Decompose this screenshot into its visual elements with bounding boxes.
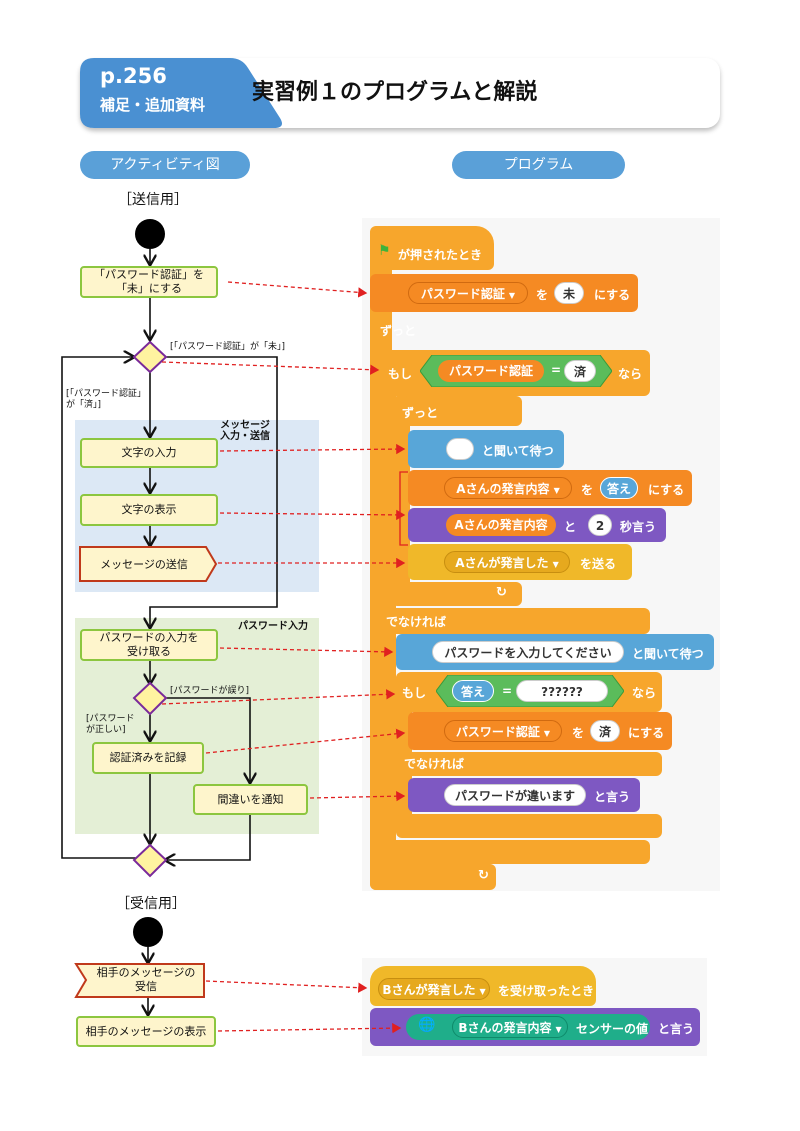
start-node-recv — [133, 917, 163, 947]
recv-dropdown[interactable]: Bさんが発言した▼ — [378, 978, 490, 1000]
forever-label: ずっと — [380, 324, 417, 338]
node-show-text: 文字の表示 — [80, 494, 218, 526]
else2-bar — [396, 752, 662, 776]
inner-forever-foot — [392, 582, 522, 606]
say-to: と — [564, 520, 577, 534]
cond-val-zumi[interactable]: 済 — [564, 360, 596, 382]
then2-label: なら — [632, 686, 657, 700]
block-ask[interactable] — [408, 430, 564, 468]
node-input-text: 文字の入力 — [80, 438, 218, 468]
pw-wrong-text[interactable]: パスワードが違います — [444, 784, 586, 806]
val-zumi2[interactable]: 済 — [590, 720, 620, 742]
node-send-msg: メッセージの送信 — [100, 558, 188, 571]
send-label: ［送信用］ — [118, 192, 188, 208]
answer-reporter[interactable]: 答え — [600, 477, 638, 499]
var-pw-dropdown[interactable]: パスワード認証▼ — [408, 282, 528, 304]
set-wo2: を — [572, 726, 585, 740]
set-a-wo: を — [581, 483, 594, 497]
ask-pw-text[interactable]: パスワードを入力してください — [432, 641, 624, 663]
say-secs-label: 秒言う — [620, 520, 657, 534]
section-program: プログラム — [452, 151, 625, 179]
value-mi[interactable]: 未 — [554, 282, 584, 304]
guard-right: [パスワード が正しい] — [86, 714, 135, 735]
hat-flag[interactable] — [370, 226, 494, 270]
then-label: なら — [618, 367, 643, 381]
when-recv-label: を受け取ったとき — [498, 984, 595, 998]
if2-label: もし — [402, 686, 427, 700]
activity-lines — [61, 219, 278, 1131]
guard-mi: [「パスワード認証」が「未」] — [170, 342, 286, 352]
ask-wait-label: と聞いて待つ — [482, 444, 554, 458]
else-bar — [378, 608, 650, 634]
loop-arrow2-icon: ↻ — [478, 868, 489, 883]
if2-foot — [396, 814, 662, 838]
answer2-reporter[interactable]: 答え — [452, 680, 494, 702]
set-suru: にする — [594, 288, 631, 302]
forever2-label: ずっと — [402, 406, 439, 420]
sensor-label: センサーの値 — [576, 1022, 649, 1036]
recv-label: ［受信用］ — [116, 896, 186, 912]
globe-icon: 🌐 — [418, 1017, 436, 1033]
set-wo: を — [536, 288, 549, 302]
node-show-recv: 相手のメッセージの表示 — [76, 1016, 216, 1047]
page-number: p.256 — [100, 64, 167, 88]
region-msg-label: メッセージ 入力・送信 — [220, 420, 270, 442]
var-pw2-dropdown[interactable]: パスワード認証▼ — [444, 720, 562, 742]
cond-eq: = — [551, 363, 562, 377]
guard-zumi: [「パスワード認証」 が「済」] — [66, 389, 147, 410]
section-activity: アクティビティ図 — [80, 151, 250, 179]
else2-label: でなければ — [404, 757, 465, 771]
region-pw-label: パスワード入力 — [238, 621, 308, 632]
flag-icon: ⚑ — [378, 243, 391, 259]
set-suru2: にする — [628, 726, 665, 740]
ask-empty[interactable] — [446, 438, 474, 460]
broadcast-dropdown[interactable]: Aさんが発言した▼ — [444, 551, 570, 573]
hat-flag-label: が押されたとき — [398, 248, 483, 262]
start-node-send — [135, 219, 165, 249]
node-notify: 間違いを通知 — [193, 784, 308, 815]
var-a-dropdown[interactable]: Aさんの発言内容▼ — [444, 477, 572, 499]
if-label: もし — [388, 367, 413, 381]
say-label: と言う — [594, 790, 631, 804]
page-subtitle: 補足・追加資料 — [100, 96, 206, 114]
cond-var[interactable]: パスワード認証 — [438, 360, 544, 382]
say-secs-val[interactable]: 2 — [588, 514, 612, 536]
set-a-suru: にする — [648, 483, 685, 497]
node-set-pw: 「パスワード認証」を 「未」にする — [80, 266, 218, 298]
inner-forever — [392, 396, 522, 426]
a-said-var[interactable]: Aさんの発言内容 — [446, 514, 556, 536]
cond2-eq: = — [502, 684, 513, 698]
loop-arrow-icon: ↻ — [496, 585, 507, 600]
header-badge — [80, 58, 282, 128]
page-title: 実習例１のプログラムと解説 — [252, 80, 538, 105]
send-label: を送る — [580, 557, 617, 571]
b-var-dropdown[interactable]: Bさんの発言内容▼ — [452, 1016, 568, 1038]
forever-foot — [370, 864, 496, 890]
say2-label: と言う — [658, 1022, 695, 1036]
ask-wait2-label: と聞いて待つ — [632, 647, 704, 661]
node-recv-msg: 相手のメッセージの 受信 — [96, 966, 196, 993]
guard-wrong: [パスワードが誤り] — [170, 686, 250, 696]
pw-value[interactable]: ?????? — [516, 680, 608, 702]
if-foot — [378, 840, 650, 864]
node-record: 認証済みを記録 — [92, 742, 204, 774]
else-label: でなければ — [386, 615, 447, 629]
node-receive-pw: パスワードの入力を 受け取る — [80, 629, 218, 661]
